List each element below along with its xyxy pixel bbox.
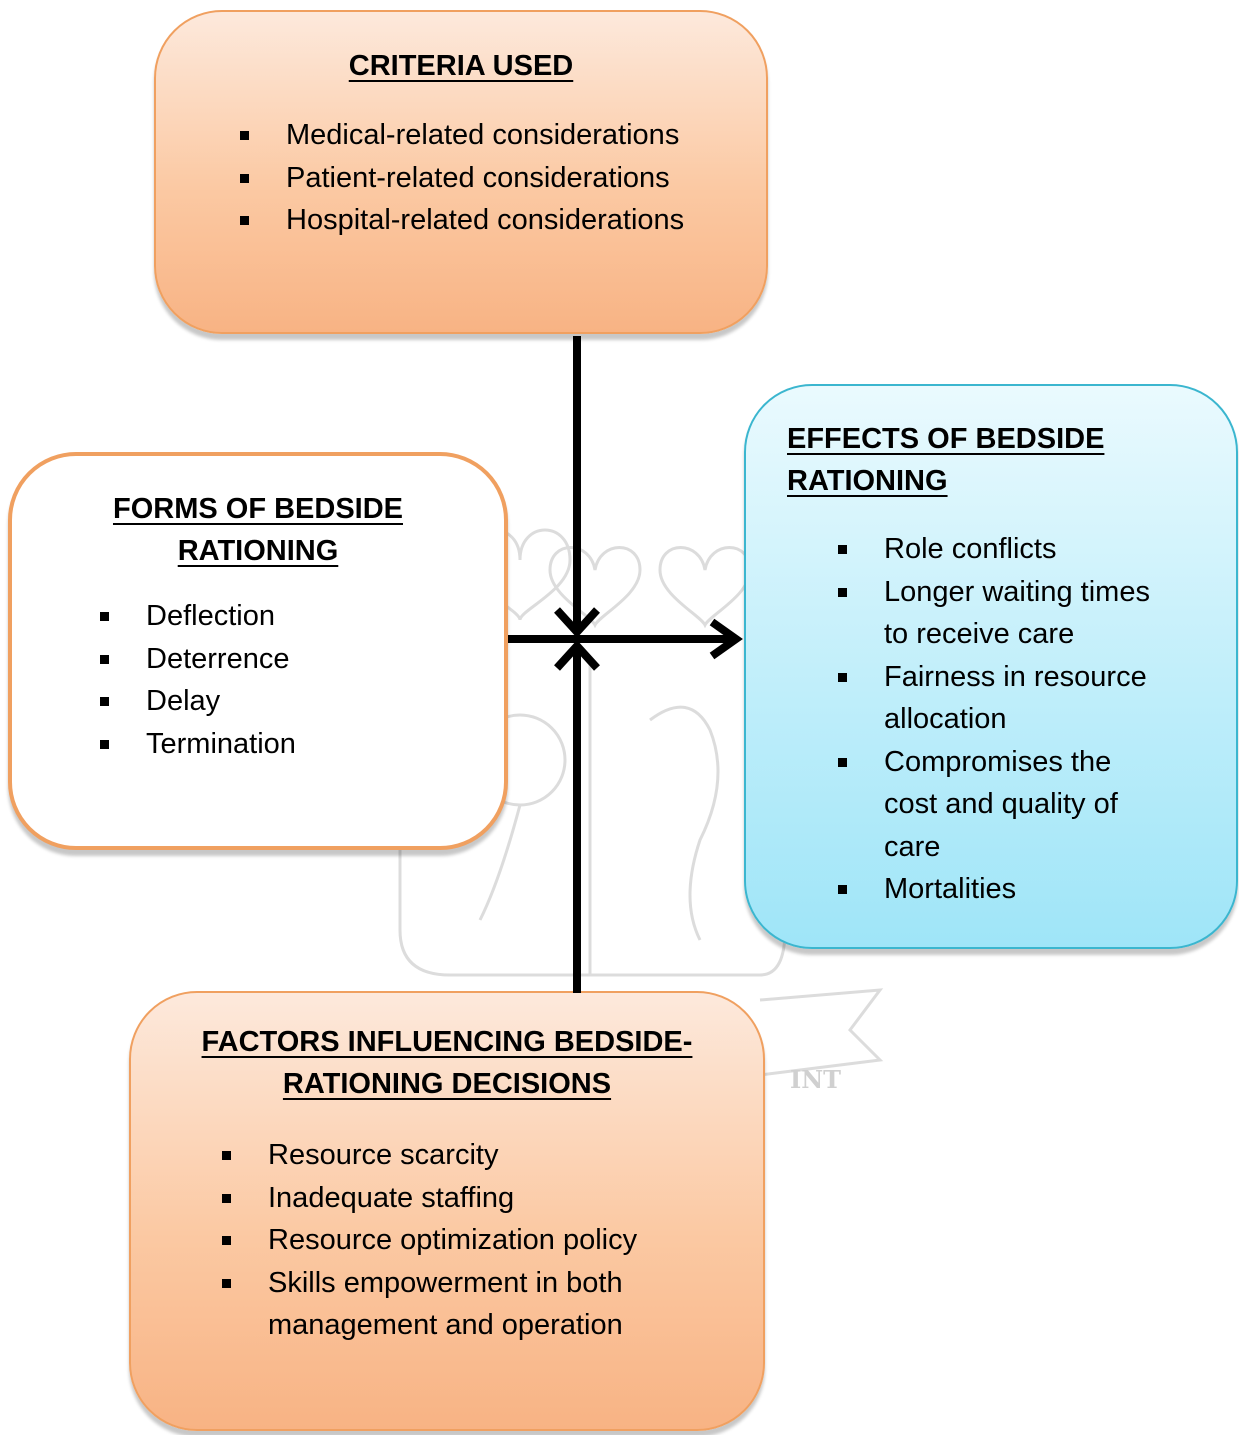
bullet-icon [222,1236,231,1245]
effects-item: Role conflicts [838,528,1150,571]
forms-title-line1: FORMS OF BEDSIDE [112,493,403,525]
factors-item: Inadequate staffing [222,1177,637,1220]
criteria-title: CRITERIA USED [348,50,574,82]
factors-item: Resource scarcity [222,1134,637,1177]
bullet-icon [240,173,249,183]
bullet-icon [838,587,847,597]
criteria-list: Medical-related considerations Patient-r… [240,114,684,242]
forms-item: Termination [100,723,296,766]
factors-list: Resource scarcity Inadequate staffing Re… [222,1134,637,1347]
factors-title: FACTORS INFLUENCING BEDSIDE- RATIONING D… [131,1021,763,1105]
bullet-icon [838,545,847,554]
forms-box: FORMS OF BEDSIDE RATIONING Deflection De… [8,452,508,850]
arrowhead-up-icon [554,640,600,671]
factors-title-line1: FACTORS INFLUENCING BEDSIDE- [201,1026,693,1058]
criteria-item: Patient-related considerations [240,157,684,200]
watermark-text: INT [790,1065,841,1094]
bullet-icon [222,1193,231,1203]
forms-item: Deterrence [100,638,296,681]
bullet-icon [838,885,847,894]
effects-box: EFFECTS OF BEDSIDE RATIONING Role confli… [744,384,1238,949]
factors-item: Resource optimization policy [222,1219,637,1262]
forms-list: Deflection Deterrence Delay Termination [100,595,296,765]
arrowhead-right-icon [709,618,743,660]
bullet-icon [240,216,249,225]
forms-title: FORMS OF BEDSIDE RATIONING [12,488,504,572]
effects-title-line2: RATIONING [787,465,948,497]
bullet-icon [100,654,109,664]
effects-title: EFFECTS OF BEDSIDE RATIONING [787,418,1104,502]
arrowhead-down-icon [554,607,600,638]
bullet-icon [222,1151,231,1160]
forms-title-line2: RATIONING [177,535,339,567]
factors-title-line2: RATIONING DECISIONS [282,1068,612,1100]
forms-item: Delay [100,680,296,723]
bullet-icon [100,612,109,621]
criteria-item: Medical-related considerations [240,114,684,157]
bullet-icon [100,739,109,749]
effects-title-line1: EFFECTS OF BEDSIDE [787,423,1105,455]
criteria-box: CRITERIA USED Medical-related considerat… [154,10,768,334]
bullet-icon [222,1278,231,1288]
bullet-icon [838,757,847,767]
factors-box: FACTORS INFLUENCING BEDSIDE- RATIONING D… [129,991,765,1431]
bullet-icon [100,697,109,706]
forms-item: Deflection [100,595,296,638]
bullet-icon [240,131,249,140]
criteria-item: Hospital-related considerations [240,199,684,242]
effects-item: Mortalities [838,868,1150,911]
bullet-icon [838,672,847,682]
